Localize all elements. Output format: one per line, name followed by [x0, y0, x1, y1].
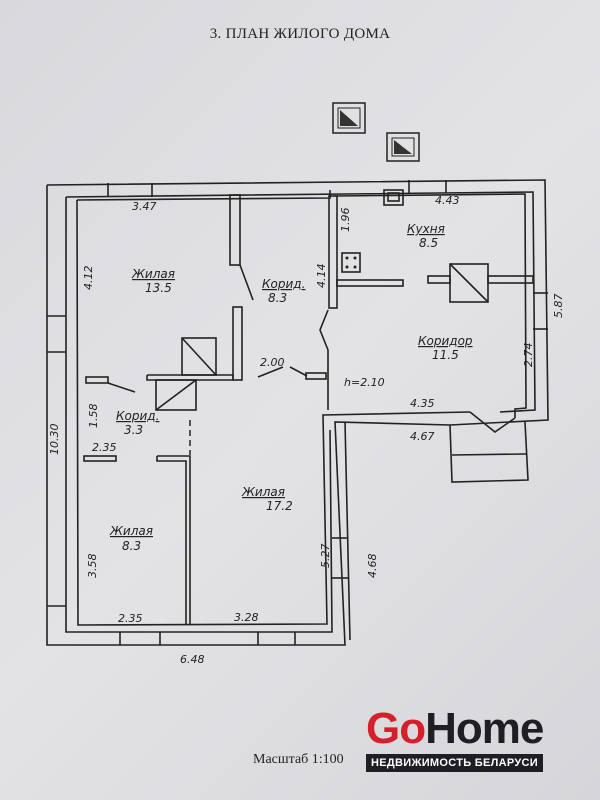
room-area: 17.2 — [266, 499, 293, 513]
room-name: Жилая — [131, 267, 175, 281]
dimension-label: 2.35 — [118, 612, 143, 625]
dimension-label: 2.00 — [260, 356, 285, 369]
dimension-label: 4.35 — [410, 397, 435, 410]
dimension-label: 3.47 — [132, 200, 157, 213]
room-area: 8.5 — [419, 236, 438, 250]
room-name: Корид. — [262, 277, 305, 291]
stove-icon — [341, 252, 361, 273]
room-name: Кухня — [407, 222, 445, 236]
room-name: Жилая — [241, 485, 285, 499]
dimension-label: 10.30 — [48, 424, 61, 456]
room-area: 13.5 — [145, 281, 172, 295]
room-name: Жилая — [109, 524, 153, 538]
dimension-label: 4.12 — [82, 266, 95, 291]
logo-home: Home — [425, 704, 544, 753]
dimension-label: 4.43 — [435, 194, 460, 207]
dimension-label: 4.68 — [366, 554, 379, 579]
dimension-label: 5.27 — [319, 544, 332, 569]
room-area: 3.3 — [124, 423, 143, 437]
scale-label: Масштаб 1:100 — [253, 752, 344, 767]
dimension-label: 3.58 — [86, 554, 99, 579]
dimension-label: h=2.10 — [344, 376, 385, 389]
plan-title: 3. ПЛАН ЖИЛОГО ДОМА — [209, 26, 391, 42]
north-marker-icon — [332, 102, 420, 162]
dimension-label: 6.48 — [180, 653, 205, 666]
interior-walls — [83, 194, 534, 625]
dimension-label: 4.67 — [410, 430, 435, 443]
sink-icon — [383, 189, 404, 206]
room-area: 8.3 — [122, 539, 141, 553]
porch — [449, 411, 529, 483]
dimension-label: 1.96 — [339, 208, 352, 233]
dimension-label: 4.14 — [315, 264, 328, 289]
gohome-logo: GoHome НЕДВИЖИМОСТЬ БЕЛАРУСИ — [366, 705, 556, 772]
dimension-label: 5.87 — [552, 294, 565, 319]
room-area: 8.3 — [268, 291, 287, 305]
room-name: Корид. — [116, 409, 159, 423]
logo-go: Go — [366, 704, 426, 753]
logo-subtitle: НЕДВИЖИМОСТЬ БЕЛАРУСИ — [366, 754, 543, 772]
dimension-label: 3.28 — [234, 611, 259, 624]
exterior-walls — [46, 179, 549, 646]
room-area: 11.5 — [432, 348, 459, 362]
dimension-label: 2.74 — [522, 343, 535, 368]
dimension-label: 2.35 — [92, 441, 117, 454]
room-name: Коридор — [418, 334, 473, 348]
dimension-label: 1.58 — [87, 404, 100, 429]
